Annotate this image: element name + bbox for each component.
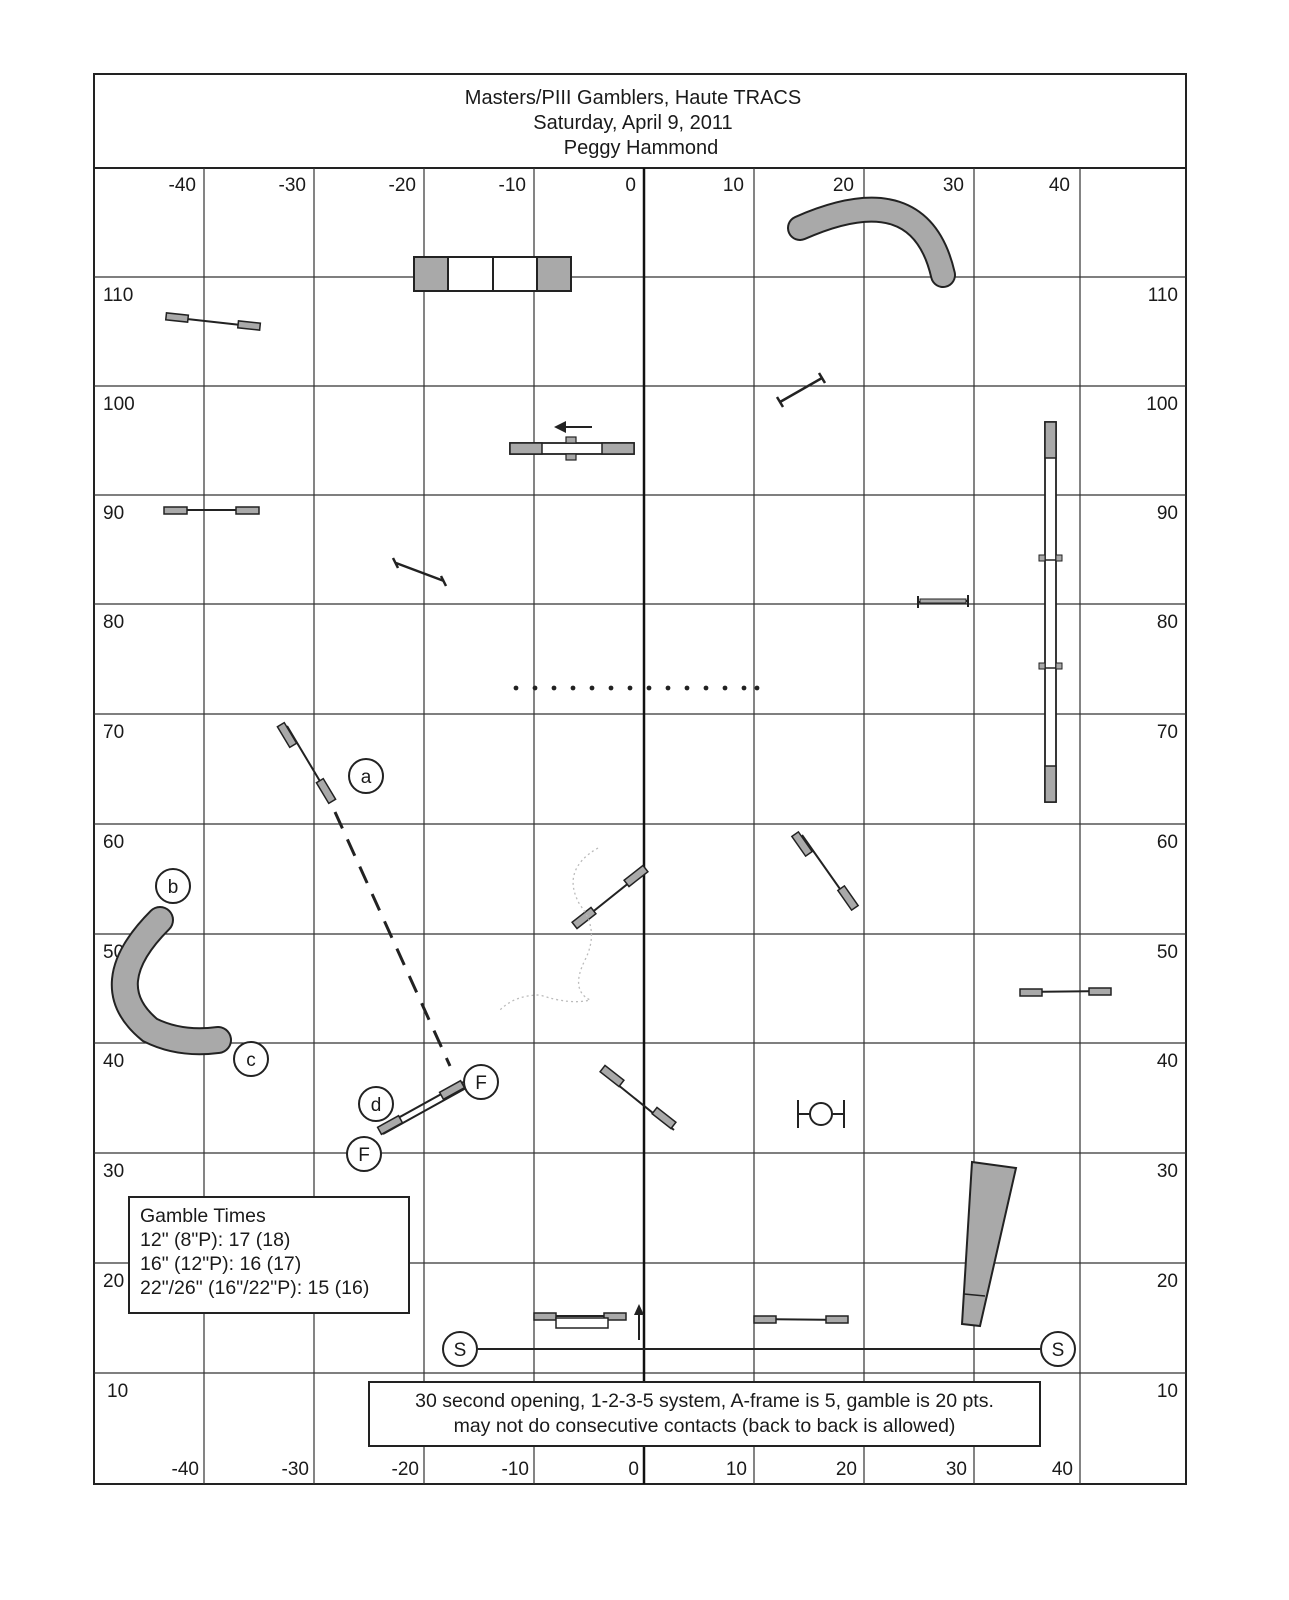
- teeter: [509, 421, 635, 461]
- panel-jump-upper-right: [775, 372, 827, 408]
- x-tick: 20: [836, 1459, 857, 1480]
- x-tick: 0: [625, 175, 636, 196]
- marker-s-left: S: [442, 1331, 478, 1367]
- svg-text:S: S: [1052, 1340, 1065, 1361]
- svg-text:S: S: [454, 1340, 467, 1361]
- x-tick: 40: [1052, 1459, 1073, 1480]
- x-tick: -20: [392, 1459, 419, 1480]
- jump-center-upper: [571, 864, 649, 930]
- y-tick: 110: [103, 285, 133, 306]
- y-tick: 110: [1148, 285, 1178, 306]
- jump-right-80: [917, 595, 969, 608]
- panel-jump-left: [391, 557, 448, 587]
- y-tick: 10: [1157, 1381, 1178, 1402]
- jump-d: [376, 1079, 467, 1136]
- rules-line-2: may not do consecutive contacts (back to…: [453, 1415, 956, 1437]
- y-tick: 10: [107, 1381, 128, 1402]
- tire-jump: [797, 1100, 845, 1128]
- y-tick: 100: [103, 394, 135, 415]
- marker-f-top: F: [463, 1064, 499, 1100]
- title-line-1: Masters/PIII Gamblers, Haute TRACS: [465, 87, 801, 109]
- jump-left-90: [163, 506, 260, 515]
- start-arrow: [634, 1304, 644, 1340]
- x-tick: 30: [943, 175, 964, 196]
- marker-s-right: S: [1040, 1331, 1076, 1367]
- jump-bottom-right: [753, 1315, 849, 1324]
- x-tick: 20: [833, 175, 854, 196]
- tunnel-top-right-fill: [789, 198, 954, 286]
- gamble-line: [513, 685, 760, 691]
- title-line-2: Saturday, April 9, 2011: [533, 112, 732, 134]
- x-tick: -30: [282, 1459, 309, 1480]
- gamble-times-title: Gamble Times: [140, 1205, 266, 1227]
- a-frame: [413, 256, 572, 292]
- jump-a: [276, 721, 337, 805]
- x-tick: 40: [1049, 175, 1070, 196]
- x-tick: 30: [946, 1459, 967, 1480]
- y-axis-right: 110 100 90 80 70 60 50 40 30 20 10: [1146, 285, 1178, 1402]
- y-tick: 20: [1157, 1271, 1178, 1292]
- rules-line-1: 30 second opening, 1-2-3-5 system, A-fra…: [415, 1390, 994, 1412]
- x-tick: -20: [389, 175, 416, 196]
- y-tick: 40: [1157, 1051, 1178, 1072]
- jump-top-left: [164, 312, 262, 331]
- marker-b: b: [155, 868, 191, 904]
- x-tick: 10: [726, 1459, 747, 1480]
- y-tick: 20: [103, 1271, 124, 1292]
- marker-d: d: [358, 1086, 394, 1122]
- x-tick: 0: [628, 1459, 639, 1480]
- marker-a: a: [348, 758, 384, 794]
- gamble-dashed-path: [333, 811, 452, 1067]
- x-axis-bottom: -40 -30 -20 -10 0 10 20 30 40: [172, 1459, 1073, 1480]
- x-tick: -30: [279, 175, 306, 196]
- y-tick: 70: [103, 722, 124, 743]
- jump-bottom-left: [533, 1312, 627, 1329]
- dog-walk: [1038, 421, 1063, 803]
- svg-text:b: b: [168, 877, 179, 898]
- y-tick: 100: [1146, 394, 1178, 415]
- svg-text:F: F: [475, 1073, 487, 1094]
- y-tick: 40: [103, 1051, 124, 1072]
- y-tick: 80: [103, 612, 124, 633]
- gamble-time-row: 16" (12"P): 16 (17): [140, 1253, 302, 1275]
- svg-text:d: d: [371, 1095, 382, 1116]
- chute: [960, 1160, 1018, 1328]
- svg-text:c: c: [246, 1050, 256, 1071]
- y-tick: 30: [1157, 1161, 1178, 1182]
- x-tick: -40: [169, 175, 196, 196]
- x-tick: 10: [723, 175, 744, 196]
- dog-path-trace: [499, 847, 599, 1011]
- x-tick: -10: [499, 175, 526, 196]
- y-tick: 90: [103, 503, 124, 524]
- marker-c: c: [233, 1041, 269, 1077]
- gamble-time-row: 12" (8"P): 17 (18): [140, 1229, 291, 1251]
- svg-text:a: a: [361, 767, 372, 788]
- jump-right-60: [790, 830, 860, 912]
- jump-center-lower: [599, 1064, 677, 1131]
- x-tick: -40: [172, 1459, 199, 1480]
- y-tick: 60: [103, 832, 124, 853]
- jump-right-45: [1019, 987, 1112, 997]
- outer-frame: [93, 73, 1187, 1485]
- title-line-3: Peggy Hammond: [564, 137, 719, 159]
- gamble-times-box: Gamble Times 12" (8"P): 17 (18) 16" (12"…: [128, 1196, 410, 1314]
- y-tick: 60: [1157, 832, 1178, 853]
- x-tick: -10: [502, 1459, 529, 1480]
- y-tick: 80: [1157, 612, 1178, 633]
- y-tick: 90: [1157, 503, 1178, 524]
- tunnel-b-c-fill: [112, 908, 230, 1054]
- grid: [94, 168, 1186, 1484]
- y-axis-left: 110 100 90 80 70 60 50 40 30 20 10: [103, 285, 135, 1402]
- svg-text:F: F: [358, 1145, 370, 1166]
- y-tick: 30: [103, 1161, 124, 1182]
- chute-seam: [963, 1293, 986, 1297]
- y-tick: 50: [1157, 942, 1178, 963]
- rules-box: 30 second opening, 1-2-3-5 system, A-fra…: [368, 1381, 1041, 1447]
- y-tick: 70: [1157, 722, 1178, 743]
- marker-f-bottom: F: [346, 1136, 382, 1172]
- gamble-time-row: 22"/26" (16"/22"P): 15 (16): [140, 1277, 370, 1299]
- x-axis-top: -40 -30 -20 -10 0 10 20 30 40: [169, 175, 1070, 196]
